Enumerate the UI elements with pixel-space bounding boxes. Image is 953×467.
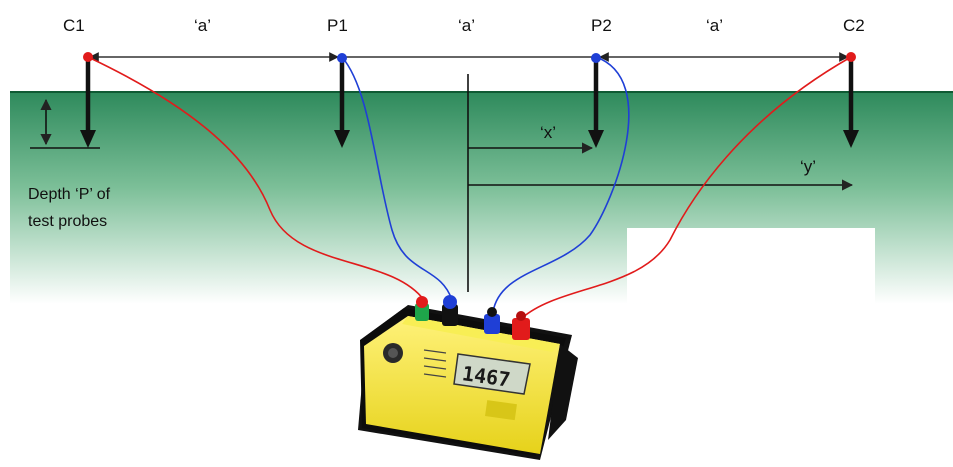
probe-c1 [80,57,96,148]
label-distance-x: ‘x’ [540,123,557,142]
label-p1: P1 [327,16,348,35]
blank-box [627,228,875,303]
label-probe-depth: Depth ‘P’ of test probes [28,181,110,235]
meter-display [453,353,531,395]
label-spacing-a2: ‘a’ [458,16,476,35]
probe-p2-terminal-dot [591,53,601,63]
probe-p1-terminal-dot [337,53,347,63]
label-depth-line2: test probes [28,213,108,230]
lead-p2-blue [492,56,630,313]
lead-p1-blue [341,56,453,301]
probe-p1 [334,57,350,148]
meter-terminal-black [442,295,458,326]
label-p2: P2 [591,16,612,35]
label-spacing-a3: ‘a’ [706,16,724,35]
label-depth-line1: Depth ‘P’ of [28,186,111,203]
meter-terminal-blue [484,307,500,334]
label-distance-y: ‘y’ [800,157,817,176]
probe-c2-terminal-dot [846,52,856,62]
probe-c2 [843,57,859,148]
lead-c1-red [87,56,425,301]
label-spacing-a1: ‘a’ [194,16,212,35]
probe-p2 [588,57,604,148]
earth-tester-meter: 1467 [358,295,578,460]
meter-terminal-red [512,311,530,340]
label-c2: C2 [843,16,865,35]
meter-terminal-green [415,296,429,321]
probe-c1-terminal-dot [83,52,93,62]
lead-c2-red [521,56,852,319]
depth-indicator [30,98,100,149]
label-c1: C1 [63,16,85,35]
